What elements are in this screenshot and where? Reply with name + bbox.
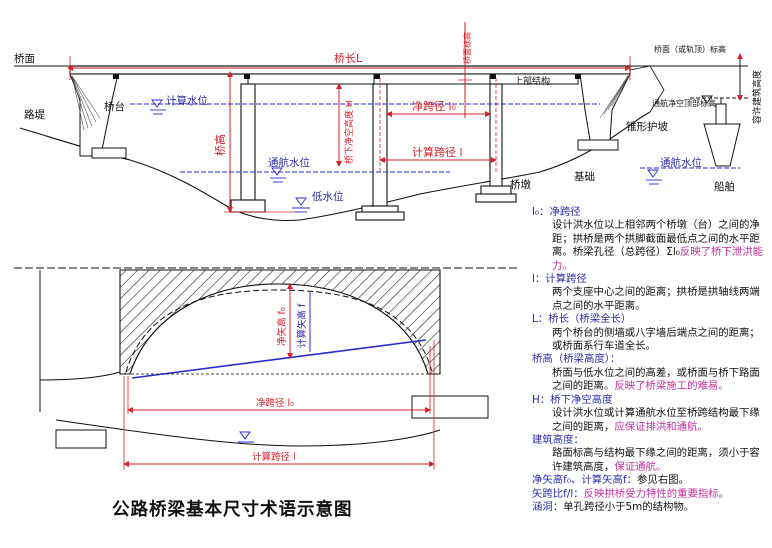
label-boat: 船舶 <box>714 180 735 193</box>
nav-water-level <box>180 167 450 183</box>
glossary-inline: 参见右图。 <box>637 474 689 487</box>
nav-water-right <box>640 167 740 185</box>
label-cone-slope: 锥形护坡 <box>626 120 668 133</box>
label-nav-water: 通航水位 <box>268 156 310 169</box>
glossary-term: L：桥长（桥梁全长） <box>532 313 632 326</box>
glossary-panel: l₀：净跨径设计洪水位以上相邻两个桥墩（台）之间的净距；拱桥是两个拱脚截面最低点… <box>532 206 768 514</box>
label-net-rise: 净矢高 f₀ <box>276 307 288 346</box>
label-deck: 桥面 <box>14 53 35 65</box>
glossary-definition: 设计洪水位以上相邻两个桥墩（台）之间的净距；拱桥是两个拱脚截面最低点之间的水平距… <box>532 219 768 273</box>
label-superstructure: 上部结构 <box>514 75 550 87</box>
label-abutment: 桥台 <box>104 100 125 113</box>
glossary-term: l₀：净跨径 <box>532 206 581 218</box>
glossary-term: l：计算跨径 <box>532 273 587 286</box>
glossary-entry: l₀：净跨径设计洪水位以上相邻两个桥墩（台）之间的净距；拱桥是两个拱脚截面最低点… <box>532 206 768 273</box>
label-nav-water-right: 通航水位 <box>660 156 702 169</box>
label-building-height: 容许建筑高度 <box>751 70 763 124</box>
glossary-term: 矢跨比f/l： <box>532 487 584 500</box>
label-calc-span: 计算跨径 l <box>412 145 463 159</box>
pier-1 <box>230 83 266 213</box>
label-embankment: 路堤 <box>24 108 45 121</box>
label-foundation: 基础 <box>574 170 595 183</box>
label-pier: 桥墩 <box>510 178 531 191</box>
glossary-definition: 桥面与低水位之间的高差，或桥面与桥下路面之间的距离。反映了桥梁施工的难易。 <box>532 367 768 394</box>
glossary-definition-text: 设计洪水位或计算通航水位至桥跨结构最下缘之间的距离， <box>552 407 760 433</box>
boat-hull <box>703 123 741 167</box>
glossary-definition-text: 两个桥台的侧墙或八字墙后端点之间的距离；或桥面系行车道全长。 <box>552 326 760 353</box>
label-net-span: 净跨径 l₀ <box>412 99 457 113</box>
left-footing <box>91 147 127 159</box>
ground-line <box>19 111 651 221</box>
label-nav-clearance: 通航净空顶部标高 <box>652 98 716 108</box>
bridge-elevation <box>14 22 748 221</box>
glossary-note: 应保证排洪和通航。 <box>614 420 708 433</box>
label-arch-calc-span: 计算跨径 l <box>252 451 296 463</box>
label-clearance-H: 桥下净空高度 H <box>343 100 355 164</box>
label-arch-net-span: 净跨径 l₀ <box>256 397 294 409</box>
glossary-term: 涵洞： <box>532 500 564 513</box>
glossary-entry: H：桥下净空高度设计洪水位或计算通航水位至桥跨结构最下缘之间的距离，应保证排洪和… <box>532 394 768 434</box>
glossary-definition-text: 路面标高与结构最下缘之间的距离，须小于容许建筑高度， <box>552 447 760 473</box>
label-bridge-height: 桥高 <box>213 134 227 156</box>
label-bridge-length: 桥长L <box>334 52 363 65</box>
glossary-definition: 路面标高与结构最下缘之间的距离，须小于容许建筑高度，保证通航。 <box>532 447 768 474</box>
label-deck-elev-right: 桥面（或轨顶）标高 <box>654 44 726 54</box>
glossary-note: 反映拱桥受力特性的重要指标。 <box>583 487 730 500</box>
glossary-note: 反映了桥梁施工的难易。 <box>614 380 729 393</box>
glossary-note: 保证通航。 <box>614 460 667 473</box>
label-low-water: 低水位 <box>312 190 344 203</box>
right-footing <box>577 139 619 151</box>
glossary-definition: 设计洪水位或计算通航水位至桥跨结构最下缘之间的距离，应保证排洪和通航。 <box>532 407 768 434</box>
glossary-entry: 涵洞：单孔跨径小于5m的结构物。 <box>532 501 768 514</box>
label-design-water: 计算水位 <box>166 94 208 107</box>
glossary-entry: 净矢高f₀、计算矢高f：参见右图。 <box>532 474 768 487</box>
glossary-entry: L：桥长（桥梁全长）两个桥台的侧墙或八字墙后端点之间的距离；或桥面系行车道全长。 <box>532 313 768 353</box>
glossary-definition-text: 桥面与低水位之间的高差，或桥面与桥下路面之间的距离。 <box>552 366 760 393</box>
glossary-definition: 两个桥台的侧墙或八字墙后端点之间的距离；或桥面系行车道全长。 <box>532 327 768 354</box>
glossary-entry: 桥高（桥梁高度）：桥面与低水位之间的高差，或桥面与桥下路面之间的距离。反映了桥梁… <box>532 353 768 393</box>
glossary-inline: 单孔跨径小于5m的结构物。 <box>563 500 695 513</box>
label-deck-elev: 桥面标高 <box>462 32 472 64</box>
glossary-entry: 矢跨比f/l：反映拱桥受力特性的重要指标。 <box>532 488 768 501</box>
glossary-term: 桥高（桥梁高度）： <box>532 353 621 366</box>
deck <box>69 65 631 75</box>
low-water-level <box>292 197 310 213</box>
glossary-term: 净矢高f₀、计算矢高f： <box>532 474 637 487</box>
glossary-definition-text: 两个支座中心之间的距离；拱桥是拱轴线两端点之间的水平距离。 <box>552 286 760 312</box>
boat-mast <box>715 103 727 125</box>
label-calc-rise: 计算矢高 f <box>296 303 308 348</box>
glossary-entry: 建筑高度：路面标高与结构最下缘之间的距离，须小于容许建筑高度，保证通航。 <box>532 434 768 474</box>
glossary-note: 反映了桥下泄洪能力。 <box>552 246 764 272</box>
design-water-level <box>130 99 600 115</box>
glossary-term: 建筑高度： <box>532 433 584 446</box>
glossary-definition: 两个支座中心之间的距离；拱桥是拱轴线两端点之间的水平距离。 <box>532 286 768 313</box>
diagram-title: 公路桥梁基本尺寸术语示意图 <box>112 500 353 520</box>
glossary-entry: l：计算跨径两个支座中心之间的距离；拱桥是拱轴线两端点之间的水平距离。 <box>532 273 768 313</box>
glossary-term: H：桥下净空高度 <box>532 393 613 406</box>
arch-elevation <box>14 267 520 470</box>
glossary-definition-text: 设计洪水位以上相邻两个桥墩（台）之间的净距；拱桥是两个拱脚截面最低点之间的水平距… <box>552 219 760 259</box>
